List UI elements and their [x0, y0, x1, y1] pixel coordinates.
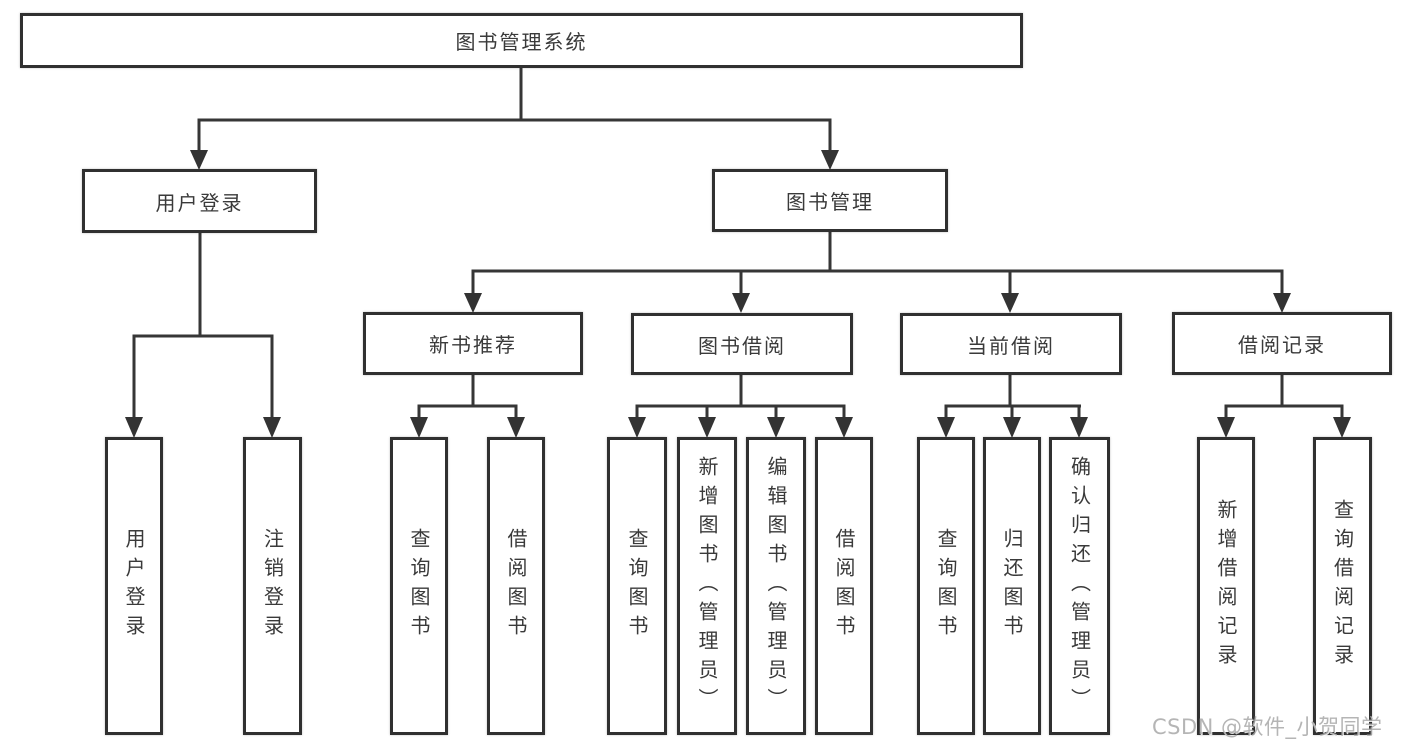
arrowhead-icon — [263, 417, 281, 438]
node-new-book-recommend: 新书推荐 — [363, 312, 583, 375]
arrowhead-icon — [1217, 417, 1235, 438]
node-label: 当前借阅 — [967, 333, 1055, 358]
node-label: 借阅图书 — [832, 528, 856, 644]
arrowhead-icon — [937, 417, 955, 438]
node-query-books-3: 查询图书 — [917, 437, 975, 735]
node-label: 查询借阅记录 — [1330, 499, 1355, 673]
node-label: 编辑图书（管理员） — [764, 455, 788, 717]
arrowhead-icon — [767, 417, 785, 438]
node-library-management-system: 图书管理系统 — [20, 13, 1023, 68]
arrowhead-icon — [1001, 293, 1019, 313]
connector-user-login-children — [125, 233, 281, 438]
arrowhead-icon — [125, 417, 143, 438]
node-label: 查询图书 — [625, 528, 649, 644]
node-book-management: 图书管理 — [712, 169, 948, 232]
arrowhead-icon — [732, 293, 750, 313]
node-label: 新书推荐 — [429, 333, 517, 357]
arrowhead-icon — [464, 293, 482, 313]
connector-new-book-recommend-children — [410, 375, 525, 438]
node-borrow-books-1: 借阅图书 — [487, 437, 545, 735]
arrowhead-icon — [190, 150, 208, 170]
csdn-watermark: CSDN @软件_小贺同学 — [1152, 715, 1383, 739]
arrowhead-icon — [821, 150, 839, 170]
arrowhead-icon — [1273, 293, 1291, 313]
node-label: 归还图书 — [1000, 528, 1024, 644]
arrowhead-icon — [1333, 417, 1351, 438]
node-user-login-leaf: 用户登录 — [105, 437, 163, 735]
arrowhead-icon — [507, 417, 525, 438]
node-label: 用户登录 — [122, 528, 146, 644]
node-edit-book-admin: 编辑图书（管理员） — [746, 437, 806, 735]
arrowhead-icon — [1070, 417, 1088, 438]
node-label: 查询图书 — [934, 528, 958, 644]
node-label: 查询图书 — [407, 528, 431, 644]
arrowhead-icon — [410, 417, 428, 438]
node-user-login: 用户登录 — [82, 169, 317, 233]
node-borrow-records: 借阅记录 — [1172, 312, 1392, 375]
connector-root-to-level2 — [190, 68, 839, 170]
arrowhead-icon — [1003, 417, 1021, 438]
node-add-borrow-record: 新增借阅记录 — [1197, 437, 1255, 735]
node-label: 新增借阅记录 — [1214, 499, 1238, 673]
connector-book-management-children — [464, 232, 1291, 313]
node-label: 确认归还（管理员） — [1067, 455, 1092, 717]
arrowhead-icon — [698, 417, 716, 438]
node-label: 借阅记录 — [1238, 333, 1326, 357]
node-add-book-admin: 新增图书（管理员） — [677, 437, 737, 735]
node-query-books-2: 查询图书 — [607, 437, 667, 735]
node-label: 用户登录 — [155, 190, 244, 215]
node-label: 图书管理 — [786, 190, 874, 214]
node-query-books-1: 查询图书 — [390, 437, 448, 735]
node-label: 借阅图书 — [504, 528, 528, 644]
connector-current-borrow-children — [937, 375, 1088, 438]
node-book-borrow: 图书借阅 — [631, 313, 853, 375]
node-label: 新增图书（管理员） — [695, 455, 719, 717]
node-return-books: 归还图书 — [983, 437, 1041, 735]
connector-book-borrow-children — [628, 375, 853, 438]
node-borrow-books-2: 借阅图书 — [815, 437, 873, 735]
connector-borrow-records-children — [1217, 375, 1351, 438]
node-label: 图书管理系统 — [455, 30, 588, 54]
node-confirm-return-admin: 确认归还（管理员） — [1049, 437, 1110, 735]
arrowhead-icon — [835, 417, 853, 438]
node-logout-leaf: 注销登录 — [243, 437, 302, 735]
node-label: 注销登录 — [260, 528, 285, 644]
node-label: 图书借阅 — [698, 333, 786, 358]
node-current-borrow: 当前借阅 — [900, 313, 1122, 375]
node-query-borrow-record: 查询借阅记录 — [1313, 437, 1372, 735]
arrowhead-icon — [628, 417, 646, 438]
